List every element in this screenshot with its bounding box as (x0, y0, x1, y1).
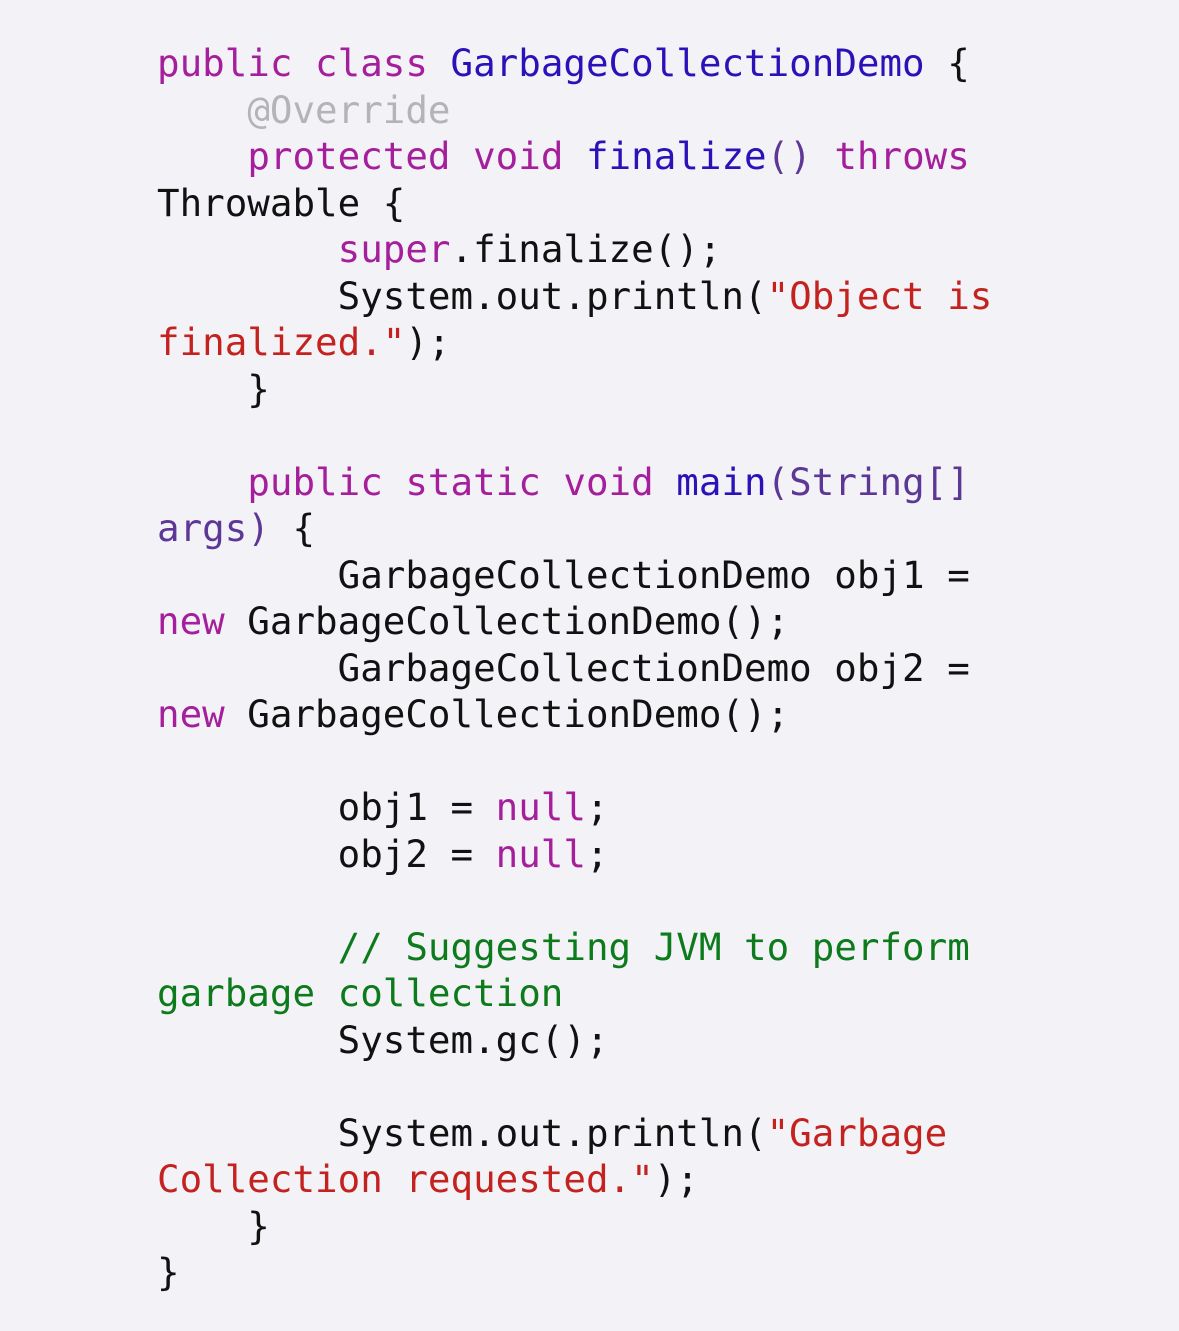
code-line: Collection requested."); (157, 1156, 1157, 1203)
code-token: protected (247, 134, 451, 178)
code-token (157, 227, 338, 271)
code-token: Collection requested." (157, 1157, 654, 1201)
code-token (654, 460, 677, 504)
code-token: super (337, 227, 451, 271)
code-token: finalized." (157, 320, 406, 364)
code-token (292, 41, 315, 85)
code-token: finalize (585, 134, 767, 178)
code-token: "Object is (766, 273, 993, 318)
code-line: args) { (157, 505, 1157, 552)
code-token: GarbageCollectionDemo(); (224, 599, 790, 643)
code-line: // Suggesting JVM to perform (157, 924, 1157, 971)
code-token: static (405, 459, 541, 504)
code-token: garbage collection (157, 971, 564, 1015)
code-token: obj1 = (157, 785, 496, 829)
code-line: new GarbageCollectionDemo(); (157, 598, 1157, 645)
code-token: new (157, 599, 225, 643)
code-token: } (157, 366, 270, 411)
code-line: obj2 = null; (157, 831, 1157, 878)
code-token: @Override (247, 87, 451, 132)
code-line (157, 877, 1157, 924)
code-token: { (269, 506, 316, 550)
code-token: .finalize(); (450, 227, 722, 271)
code-token: System.out.println( (157, 1110, 767, 1155)
code-token (428, 41, 451, 85)
code-line: finalized."); (157, 319, 1157, 366)
code-line (157, 1063, 1157, 1110)
code-token: GarbageCollectionDemo obj1 = (157, 552, 970, 597)
code-token (157, 925, 338, 969)
code-token: GarbageCollectionDemo(); (224, 692, 790, 736)
code-token: "Garbage (766, 1110, 948, 1155)
code-line (157, 412, 1157, 459)
code-line: garbage collection (157, 970, 1157, 1017)
code-token: main (676, 459, 767, 504)
code-token (451, 134, 474, 178)
code-token: ); (653, 1157, 699, 1201)
code-line: new GarbageCollectionDemo(); (157, 691, 1157, 738)
code-line: Throwable { (157, 180, 1157, 227)
code-line: System.out.println("Garbage (157, 1110, 1157, 1157)
code-line: protected void finalize() throws (157, 133, 1157, 180)
code-token: } (157, 1203, 270, 1248)
code-token (541, 460, 564, 504)
code-token: null (495, 785, 586, 829)
code-token: GarbageCollectionDemo (450, 41, 925, 85)
code-line: @Override (157, 87, 1157, 134)
code-line: super.finalize(); (157, 226, 1157, 273)
code-token: public (157, 41, 293, 85)
code-line: obj1 = null; (157, 784, 1157, 831)
code-token: ; (585, 785, 609, 829)
code-token: // Suggesting JVM to perform (337, 924, 970, 969)
code-token: System.gc(); (157, 1017, 609, 1062)
code-token: { (924, 41, 970, 85)
code-token (157, 134, 247, 178)
code-token: System.out.println( (157, 273, 767, 318)
code-token: ; (585, 831, 609, 876)
code-line: GarbageCollectionDemo obj1 = (157, 552, 1157, 599)
code-token: Throwable { (157, 180, 406, 225)
code-block: public class GarbageCollectionDemo { @Ov… (157, 40, 1157, 1296)
code-line: } (157, 1203, 1157, 1250)
code-line: System.gc(); (157, 1017, 1157, 1064)
code-token: obj2 = (157, 831, 496, 876)
code-token: throws (834, 134, 970, 178)
code-line: } (157, 1249, 1157, 1296)
code-token: args) (157, 506, 270, 550)
code-token (383, 460, 406, 504)
code-token: } (157, 1250, 180, 1294)
code-token: GarbageCollectionDemo obj2 = (157, 645, 970, 690)
code-line: public class GarbageCollectionDemo { (157, 40, 1157, 87)
code-token: null (495, 831, 586, 876)
code-token: public (247, 459, 383, 504)
code-token: (String[] (766, 459, 970, 504)
code-line: } (157, 366, 1157, 413)
code-token: new (157, 692, 225, 736)
code-line: GarbageCollectionDemo obj2 = (157, 645, 1157, 692)
code-line: public static void main(String[] (157, 459, 1157, 506)
code-line: System.out.println("Object is (157, 273, 1157, 320)
code-token (157, 88, 247, 132)
code-token (563, 134, 586, 178)
code-line (157, 738, 1157, 785)
code-token: class (315, 41, 428, 85)
code-token: ); (405, 320, 451, 364)
code-token (157, 460, 247, 504)
code-token (812, 134, 835, 178)
code-token: void (473, 134, 564, 178)
code-token: () (766, 134, 812, 178)
code-token: void (563, 459, 654, 504)
